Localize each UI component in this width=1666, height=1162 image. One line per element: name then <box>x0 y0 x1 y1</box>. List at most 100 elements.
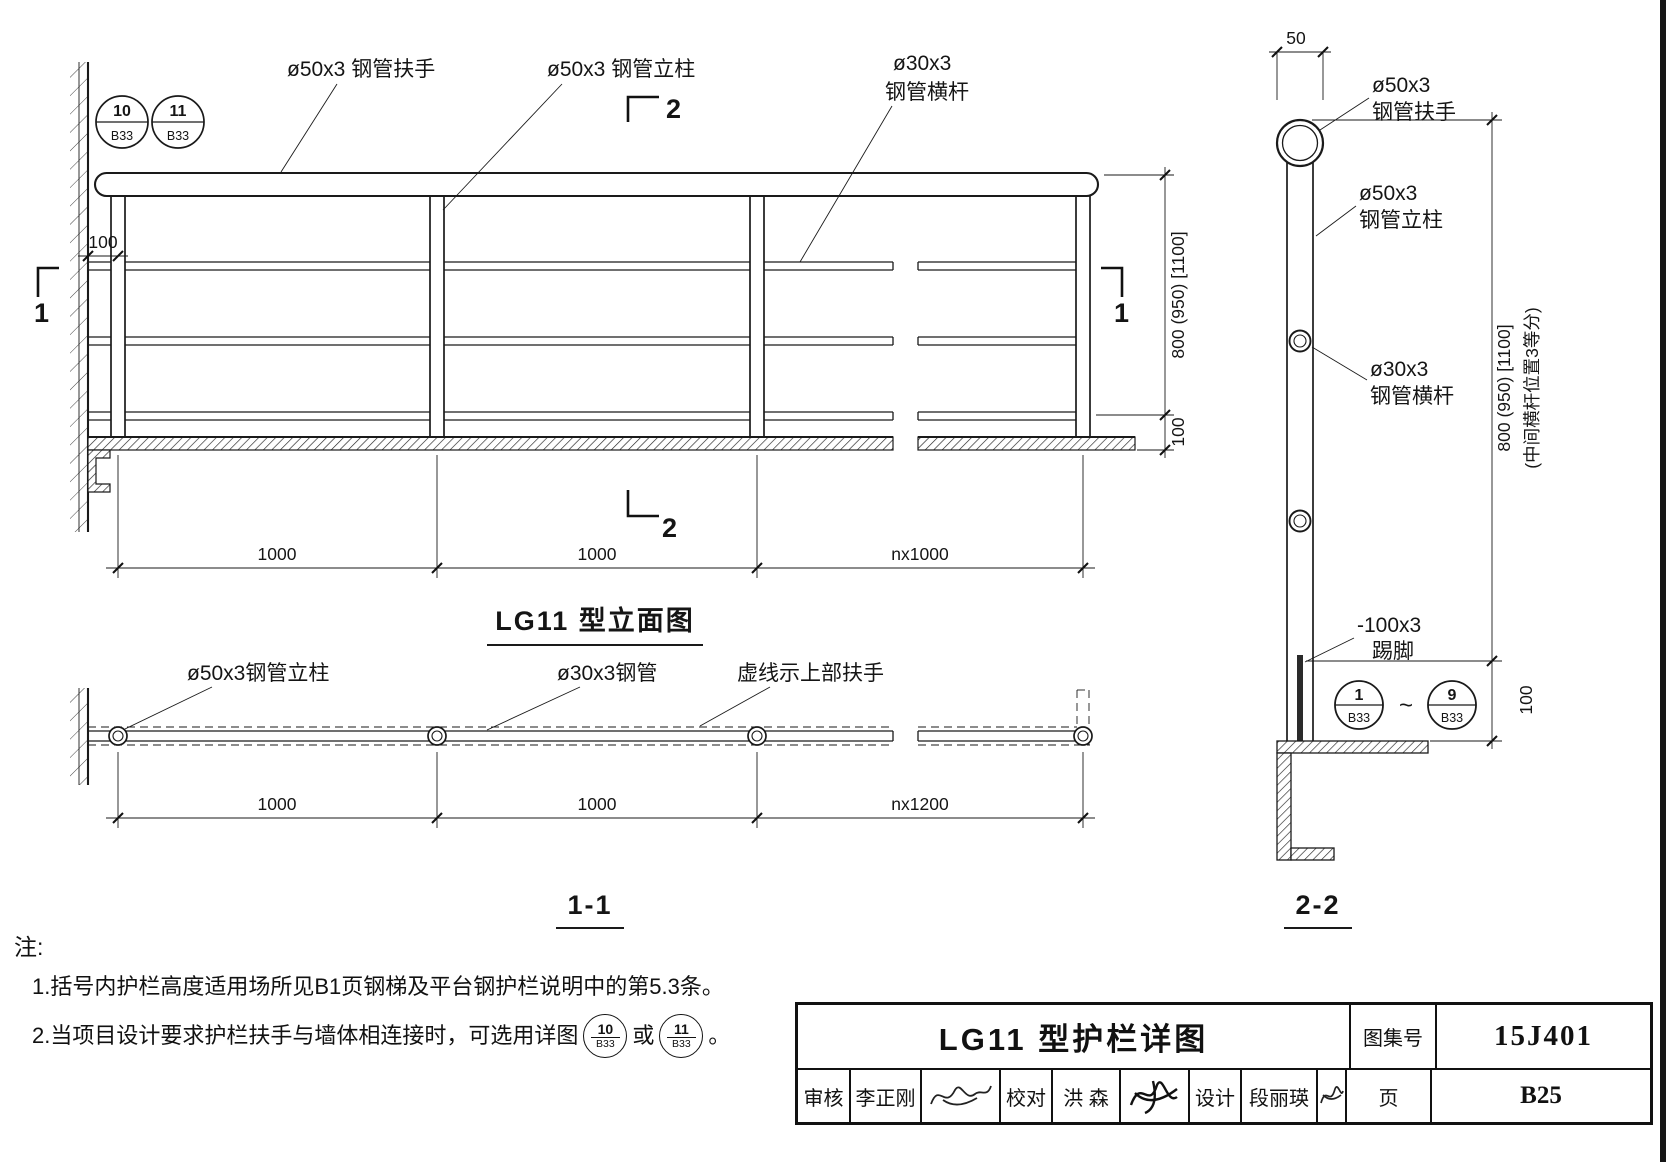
wall-bracket <box>87 449 111 493</box>
cut-mark-2-top: 2 <box>666 94 681 124</box>
mid-rail-section-lower <box>1288 509 1312 533</box>
detail-ref-sheet: B33 <box>672 1037 691 1050</box>
plan-dimensions: 1000 1000 nx1200 <box>106 752 1095 828</box>
rail-label-line2: 钢管横杆 <box>885 81 969 104</box>
note-2-or: 或 <box>632 1022 655 1048</box>
page-number: B25 <box>1430 1070 1650 1122</box>
sheet-title: LG11 型护栏详图 <box>938 1022 1209 1057</box>
sec-rail-label-2: 钢管横杆 <box>1370 385 1454 408</box>
sec-dim-height-note: (中间横杆位置3等分) <box>1522 307 1542 468</box>
detail-marker-10: 10 B33 <box>95 95 149 149</box>
cut-mark-1-left: 1 <box>34 298 49 328</box>
detail-ref-11: 11 B33 <box>659 1013 704 1058</box>
elevation-view: 10 B33 11 B33 ø50x3 钢管扶手 ø50x3 钢管立柱 ø30x… <box>34 52 1188 647</box>
mid-rail-section-upper <box>1288 329 1312 353</box>
section-dimensions: 800 (950) [1100] (中间横杆位置3等分) 100 <box>1306 112 1542 749</box>
reviewer-name: 李正刚 <box>849 1070 920 1122</box>
detail-ref-num: 10 <box>590 1022 621 1038</box>
signature-scribble <box>1320 1086 1344 1104</box>
sec-toe-label-1: -100x3 <box>1357 614 1421 637</box>
scan-edge-artifact <box>1660 0 1666 1162</box>
plan-post-label: ø50x3钢管立柱 <box>187 662 329 685</box>
drawing-svg: 10 B33 11 B33 ø50x3 钢管扶手 ø50x3 钢管立柱 ø30x… <box>34 28 1542 930</box>
title-block-row-2: 审核 李正刚 校对 洪 森 设计 段丽瑛 页 B25 <box>798 1068 1650 1122</box>
plan-dashed-label: 虚线示上部扶手 <box>737 662 884 685</box>
note-2-period: 。 <box>708 1022 731 1048</box>
sec-handrail-label-2: 钢管扶手 <box>1372 101 1456 124</box>
signature-scribble <box>1129 1080 1178 1115</box>
plan-posts <box>108 726 1093 746</box>
handrail-label: ø50x3 钢管扶手 <box>287 58 435 81</box>
detail-ref-sheet: B33 <box>596 1037 615 1050</box>
toe-plate <box>1297 655 1303 741</box>
checker-name: 洪 森 <box>1051 1070 1119 1122</box>
dim-50: 50 <box>1286 28 1306 48</box>
reviewer-label: 审核 <box>803 1087 844 1110</box>
sec-post-label-1: ø50x3 <box>1359 182 1417 205</box>
dim-span-1: 1000 <box>258 544 297 564</box>
elevation-title: LG11 型立面图 <box>495 605 695 636</box>
title-block: LG11 型护栏详图 图集号 15J401 审核 李正刚 校对 洪 森 设计 段… <box>795 1002 1653 1125</box>
floor <box>87 435 1136 493</box>
notes-heading: 注: <box>14 934 44 960</box>
note-2: 2.当项目设计要求护栏扶手与墙体相连接时，可选用详图 10 B33 或 11 B… <box>32 1013 814 1058</box>
detail-marker-num: 1 <box>1355 687 1364 704</box>
handrail-dashed-plan <box>88 689 1090 746</box>
signature-scribble <box>929 1085 992 1106</box>
plan-view: ø50x3钢管立柱 ø30x3钢管 虚线示上部扶手 1000 1000 nx12… <box>70 662 1095 930</box>
dim-wall-offset: 100 <box>88 232 117 252</box>
elevation-dimensions: 100 800 (950) [1100] 100 1000 1000 nx100… <box>78 167 1188 578</box>
sec-post-label-2: 钢管立柱 <box>1359 209 1443 232</box>
detail-ref-10: 10 B33 <box>583 1013 628 1058</box>
posts <box>110 196 1091 437</box>
sec-dim-height: 800 (950) [1100] <box>1494 324 1514 451</box>
plan-dim-span-1: 1000 <box>258 794 297 814</box>
plan-dim-span-2: 1000 <box>578 794 617 814</box>
atlas-number: 15J401 <box>1435 1005 1650 1068</box>
designer-label: 设计 <box>1188 1070 1240 1122</box>
title-block-row-1: LG11 型护栏详图 图集号 15J401 <box>798 1005 1650 1068</box>
plan-title: 1-1 <box>567 890 612 920</box>
detail-marker-num: 10 <box>113 103 131 120</box>
detail-marker-sheet: B33 <box>167 129 189 143</box>
note-1: 1.括号内护栏高度适用场所见B1页钢梯及平台钢护栏说明中的第5.3条。 <box>32 974 724 999</box>
designer-signature <box>1316 1070 1345 1122</box>
section-cut-marks: 2 2 1 1 <box>34 94 1129 543</box>
elevation-callouts: ø50x3 钢管扶手 ø50x3 钢管立柱 ø30x3 钢管横杆 <box>280 52 969 263</box>
detail-marker-num: 11 <box>170 103 187 120</box>
sec-dim-toe: 100 <box>1516 685 1536 714</box>
dim-span-2: 1000 <box>578 544 617 564</box>
detail-marker-11: 11 B33 <box>151 95 205 149</box>
detail-marker-sheet: B33 <box>1441 711 1463 725</box>
dim-span-3: nx1000 <box>891 544 949 564</box>
section-view: 50 ø50x3 钢管扶手 ø50x3 钢管立柱 ø3 <box>1269 28 1542 930</box>
detail-ref-num: 11 <box>666 1022 696 1038</box>
checker-signature <box>1119 1070 1188 1122</box>
detail-marker-range: 1 B33 ~ 9 B33 <box>1334 680 1477 730</box>
note-2-text: 2.当项目设计要求护栏扶手与墙体相连接时，可选用详图 <box>32 1022 579 1048</box>
cut-mark-1-right: 1 <box>1114 298 1129 328</box>
detail-marker-sheet: B33 <box>111 129 133 143</box>
dim-height: 800 (950) [1100] <box>1168 231 1188 358</box>
section-title: 2-2 <box>1295 890 1340 920</box>
detail-marker-sheet: B33 <box>1348 711 1370 725</box>
mid-rails <box>88 261 1090 421</box>
checker-label: 校对 <box>999 1070 1051 1122</box>
wall <box>70 688 90 785</box>
detail-marker-num: 9 <box>1448 687 1457 704</box>
plan-dim-span-3: nx1200 <box>891 794 949 814</box>
rail-plan-solid <box>88 730 1090 742</box>
rail-label-line1: ø30x3 <box>893 52 951 75</box>
handrail-section <box>1275 118 1325 168</box>
atlas-number-label: 图集号 <box>1349 1005 1435 1068</box>
floor-channel <box>1276 740 1429 861</box>
dim-toe: 100 <box>1168 417 1188 446</box>
plan-pipe-label: ø30x3钢管 <box>557 662 657 685</box>
section-callouts: ø50x3 钢管扶手 ø50x3 钢管立柱 ø30x3 钢管横杆 -100x3 … <box>1304 74 1456 663</box>
notes: 注: 1.括号内护栏高度适用场所见B1页钢梯及平台钢护栏说明中的第5.3条。 2… <box>14 928 814 1058</box>
reviewer-signature <box>920 1070 999 1122</box>
designer-name: 段丽瑛 <box>1240 1070 1316 1122</box>
tilde: ~ <box>1399 692 1413 719</box>
cut-mark-2-bottom: 2 <box>662 513 677 543</box>
post-label: ø50x3 钢管立柱 <box>547 58 695 81</box>
